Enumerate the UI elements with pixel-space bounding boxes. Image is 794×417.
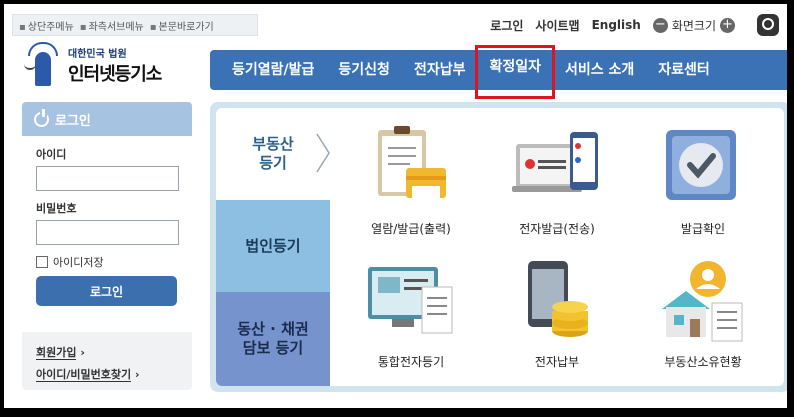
e-issue-icon xyxy=(512,132,598,192)
chevron-right-icon xyxy=(316,133,330,173)
sitemap-link[interactable]: 사이트맵 xyxy=(535,18,580,33)
nav-item-e-payment[interactable]: 전자납부 xyxy=(413,62,466,78)
id-input[interactable] xyxy=(36,166,179,191)
password-input[interactable] xyxy=(36,220,179,245)
zoom-control: − 화면크기 + xyxy=(652,17,735,34)
service-panel: 부동산 등기 법인등기 동산 · 채권 담보 등기 xyxy=(210,102,787,392)
english-link[interactable]: English xyxy=(591,18,641,32)
house-owner-icon xyxy=(662,261,743,342)
checkbox-icon[interactable] xyxy=(36,256,48,268)
zoom-label: 화면크기 xyxy=(671,18,716,33)
save-id-label: 아이디저장 xyxy=(53,256,104,269)
coins-icon xyxy=(528,261,588,337)
logo-title: 인터넷등기소 xyxy=(68,63,162,85)
login-header: 로그인 xyxy=(22,102,192,136)
service-grid: 열람/발급(출력) 전자발급(전송) xyxy=(338,116,778,382)
tab-movable-collateral[interactable]: 동산 · 채권 담보 등기 xyxy=(216,292,330,386)
document-print-icon xyxy=(378,126,446,200)
service-e-payment[interactable]: 전자납부 xyxy=(484,249,630,382)
nav-item-resources[interactable]: 자료센터 xyxy=(658,62,710,78)
id-label: 아이디 xyxy=(36,148,67,161)
save-id-checkbox[interactable]: 아이디저장 xyxy=(36,254,178,270)
service-e-payment-label: 전자납부 xyxy=(534,355,580,369)
service-view-print-label: 열람/발급(출력) xyxy=(371,222,451,236)
browser-frame: 상단주메뉴 좌측서브메뉴 본문바로가기 로그인 사이트맵 English − 화… xyxy=(4,4,787,408)
tab-real-estate[interactable]: 부동산 등기 xyxy=(216,108,330,200)
service-integrated[interactable]: 통합전자등기 xyxy=(338,249,484,382)
search-icon[interactable] xyxy=(757,14,779,36)
password-label: 비밀번호 xyxy=(36,202,77,215)
service-integrated-label: 통합전자등기 xyxy=(377,355,445,369)
find-account-link[interactable]: 아이디/비밀번호찾기 › xyxy=(36,368,140,382)
utility-bar: 로그인 사이트맵 English − 화면크기 + xyxy=(490,14,779,36)
service-verify-label: 발급확인 xyxy=(680,222,726,236)
login-title: 로그인 xyxy=(55,113,91,129)
monitor-document-icon xyxy=(368,267,453,334)
nav-item-fixed-date[interactable]: 확정일자 xyxy=(475,45,555,99)
check-icon xyxy=(666,130,736,200)
service-view-print[interactable]: 열람/발급(출력) xyxy=(338,116,484,249)
service-property-status[interactable]: 부동산소유현황 xyxy=(630,249,776,382)
site-logo[interactable]: 대한민국 법원 인터넷등기소 xyxy=(22,40,197,90)
signup-link[interactable]: 회원가입 › xyxy=(36,346,85,360)
service-e-issue-label: 전자발급(전송) xyxy=(519,222,595,236)
nav-item-service-intro[interactable]: 서비스 소개 xyxy=(565,62,635,78)
service-verify[interactable]: 발급확인 xyxy=(630,116,776,249)
skip-links: 상단주메뉴 좌측서브메뉴 본문바로가기 xyxy=(12,14,258,36)
skip-link-top-menu[interactable]: 상단주메뉴 xyxy=(19,18,74,33)
court-emblem-icon xyxy=(22,40,64,90)
util-login-link[interactable]: 로그인 xyxy=(490,18,524,33)
skip-link-sub-menu[interactable]: 좌측서브메뉴 xyxy=(80,18,144,33)
main-nav: 등기열람/발급 등기신청 전자납부 확정일자 서비스 소개 자료센터 xyxy=(210,45,787,99)
category-tabs: 부동산 등기 법인등기 동산 · 채권 담보 등기 xyxy=(216,108,330,386)
service-property-status-label: 부동산소유현황 xyxy=(664,355,742,369)
nav-item-view-issue[interactable]: 등기열람/발급 xyxy=(232,62,315,78)
tab-corporate[interactable]: 법인등기 xyxy=(216,200,330,292)
zoom-out-icon[interactable]: − xyxy=(652,17,668,33)
zoom-in-icon[interactable]: + xyxy=(720,17,735,33)
login-button[interactable]: 로그인 xyxy=(36,276,177,306)
skip-link-content[interactable]: 본문바로가기 xyxy=(150,18,214,33)
nav-item-apply[interactable]: 등기신청 xyxy=(338,62,390,78)
service-e-issue[interactable]: 전자발급(전송) xyxy=(484,116,630,249)
login-box: 로그인 아이디 비밀번호 아이디저장 로그인 회원가입 › 아이디/비밀번호찾기… xyxy=(22,102,192,390)
power-icon xyxy=(34,108,49,127)
logo-org: 대한민국 법원 xyxy=(68,48,127,60)
